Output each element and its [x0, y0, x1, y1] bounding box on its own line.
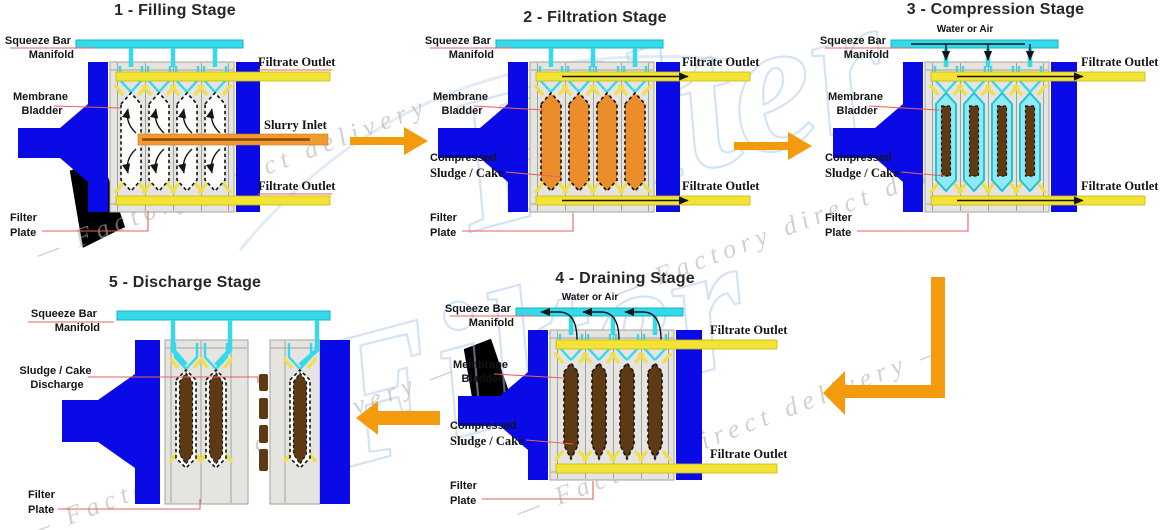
stage-2-filtration: 2 - Filtration Stage — [420, 0, 770, 260]
moving-head — [320, 340, 350, 504]
svg-text:Sludge / Cake: Sludge / Cake — [430, 166, 504, 180]
svg-text:Filtrate Outlet: Filtrate Outlet — [1081, 55, 1159, 69]
label-filter-plate: Filter Plate — [825, 212, 969, 239]
svg-text:Filtrate Outlet: Filtrate Outlet — [1081, 179, 1159, 193]
svg-text:Sludge / Cake Discha: Sludge / Cake Discharge — [19, 365, 94, 391]
svg-text:Filtrate Outlet: Filtrate Outlet — [682, 55, 760, 69]
label-filtrate-outlet-top: Filtrate Outlet — [258, 55, 336, 71]
stage-1-filling: 1 - Filling Stage — [0, 0, 350, 260]
svg-text:Squeeze Bar Manifold: Squeeze Bar Manifold — [425, 35, 494, 61]
svg-text:Slurry Inlet: Slurry Inlet — [264, 118, 328, 132]
label-filter-plate: Filter Plate — [430, 212, 574, 239]
label-squeeze-bar-manifold: Squeeze Bar Manifold — [5, 35, 94, 61]
water-air-flow-arrows — [911, 43, 1035, 61]
svg-text:Squeeze Bar Manifold: Squeeze Bar Manifold — [5, 35, 74, 61]
svg-text:Filter Plate: Filter Plate — [10, 212, 40, 239]
label-filter-plate: Filter Plate — [450, 480, 594, 507]
svg-text:Water or Air: Water or Air — [937, 24, 994, 35]
label-squeeze-bar-manifold: Squeeze Bar Manifold — [28, 308, 114, 334]
svg-text:Filter Plate: Filter Plate — [430, 212, 460, 239]
svg-text:Compressed: Compressed — [450, 420, 517, 432]
label-compressed-sludge-cake: Compressed Sludge / Cake — [430, 152, 563, 180]
squeeze-bar-manifold — [75, 39, 244, 94]
stage-3-diagram: Squeeze Bar Manifold Water or Air Membra… — [820, 24, 1159, 239]
svg-text:Compressed: Compressed — [825, 152, 892, 164]
press-frame — [458, 329, 702, 481]
label-filtrate-outlet-top: Filtrate Outlet — [1081, 55, 1159, 69]
falling-cake-pieces — [259, 374, 268, 471]
inflated-bladders-with-cake — [935, 92, 1041, 192]
svg-text:Filtrate Outlet: Filtrate Outlet — [682, 179, 760, 193]
label-filtrate-outlet-bottom: Filtrate Outlet — [258, 179, 336, 195]
slurry-inlet-pipe — [137, 133, 329, 146]
label-compressed-sludge-cake: Compressed Sludge / Cake — [825, 152, 946, 180]
svg-text:Filter Plate: Filter Plate — [450, 480, 480, 507]
stage-title: 5 - Discharge Stage — [108, 274, 262, 291]
stage-title: 3 - Compression Stage — [906, 1, 1085, 18]
stage-4-draining: 4 - Draining Stage — [440, 268, 810, 530]
label-filtrate-outlet-bottom: Filtrate Outlet — [710, 447, 788, 461]
label-slurry-inlet: Slurry Inlet — [264, 118, 328, 132]
fill-flow-arrows — [121, 108, 221, 174]
svg-text:Membrane Bladder: Membrane Bladder — [453, 359, 511, 385]
label-membrane-bladder: Membrane Bladder — [828, 91, 940, 117]
stage-1-diagram: Squeeze Bar Manifold Membrane Bladder Fi… — [5, 35, 336, 239]
svg-text:Membrane Bladder: Membrane Bladder — [433, 91, 491, 117]
label-water-or-air: Water or Air — [937, 24, 994, 35]
svg-text:Squeeze Bar Manifold: Squeeze Bar Manifold — [31, 308, 100, 334]
svg-text:Sludge / Cake: Sludge / Cake — [450, 434, 524, 448]
svg-text:Squeeze Bar Manifold: Squeeze Bar Manifold — [820, 35, 889, 61]
svg-text:Filtrate Outlet: Filtrate Outlet — [710, 323, 788, 337]
svg-text:Filter Plate: Filter Plate — [825, 212, 855, 239]
label-filter-plate: Filter Plate — [10, 211, 149, 239]
water-air-drain-arrows — [540, 307, 662, 341]
fixed-head — [62, 340, 160, 504]
stage-title: 2 - Filtration Stage — [523, 9, 667, 26]
label-squeeze-bar-manifold: Squeeze Bar Manifold — [445, 303, 534, 329]
filtrate-outlet-pipes — [115, 71, 331, 206]
squeeze-bar-manifold — [495, 39, 664, 94]
stage-4-diagram: Squeeze Bar Manifold Water or Air Membra… — [445, 292, 788, 507]
stage-5-discharge: 5 - Discharge Stage — [0, 268, 370, 530]
label-filtrate-outlet-bottom: Filtrate Outlet — [1081, 179, 1159, 193]
svg-text:Compressed: Compressed — [430, 152, 497, 164]
flow-arrow-stage2-to-stage3 — [734, 132, 812, 160]
label-filter-plate: Filter Plate — [28, 489, 201, 516]
label-water-or-air: Water or Air — [562, 292, 619, 303]
flow-arrow-stage3-to-stage4 — [823, 277, 945, 415]
label-membrane-bladder: Membrane Bladder — [13, 91, 122, 117]
filtrate-outlet-pipes — [555, 339, 778, 474]
stage-3-compression: 3 - Compression Stage — [815, 0, 1176, 260]
stage-title: 1 - Filling Stage — [114, 2, 236, 19]
filtrate-outlet-pipes — [535, 71, 751, 206]
svg-text:Membrane Bladder: Membrane Bladder — [828, 91, 886, 117]
label-membrane-bladder: Membrane Bladder — [453, 359, 565, 385]
svg-text:Filtrate Outlet: Filtrate Outlet — [258, 55, 336, 69]
svg-text:Squeeze Bar Manifold: Squeeze Bar Manifold — [445, 303, 514, 329]
label-compressed-sludge-cake: Compressed Sludge / Cake — [450, 420, 574, 448]
svg-text:Filtrate Outlet: Filtrate Outlet — [258, 179, 336, 193]
svg-text:Filtrate Outlet: Filtrate Outlet — [710, 447, 788, 461]
label-filtrate-outlet-top: Filtrate Outlet — [682, 55, 760, 69]
flow-arrow-stage1-to-stage2 — [350, 127, 428, 155]
label-squeeze-bar-manifold: Squeeze Bar Manifold — [425, 35, 514, 61]
squeeze-bar-manifold — [116, 310, 331, 371]
svg-text:Water or Air: Water or Air — [562, 292, 619, 303]
stage-title: 4 - Draining Stage — [555, 270, 695, 287]
stage-2-diagram: Squeeze Bar Manifold Membrane Bladder Co… — [425, 35, 760, 239]
svg-text:Filter Plate: Filter Plate — [28, 489, 58, 516]
fixed-head — [18, 62, 108, 212]
label-squeeze-bar-manifold: Squeeze Bar Manifold — [820, 35, 909, 61]
label-filtrate-outlet-bottom: Filtrate Outlet — [682, 179, 760, 193]
label-filtrate-outlet-top: Filtrate Outlet — [710, 323, 788, 337]
stage-5-diagram: Squeeze Bar Manifold Sludge / Cake Disch… — [19, 308, 350, 516]
label-sludge-cake-discharge: Sludge / Cake Discharge — [19, 365, 259, 391]
filtrate-outlet-pipes — [930, 71, 1146, 206]
label-membrane-bladder: Membrane Bladder — [433, 91, 545, 117]
svg-text:Sludge / Cake: Sludge / Cake — [825, 166, 899, 180]
svg-text:Membrane Bladder: Membrane Bladder — [13, 91, 71, 117]
flow-arrow-stage4-to-stage5 — [356, 401, 440, 435]
